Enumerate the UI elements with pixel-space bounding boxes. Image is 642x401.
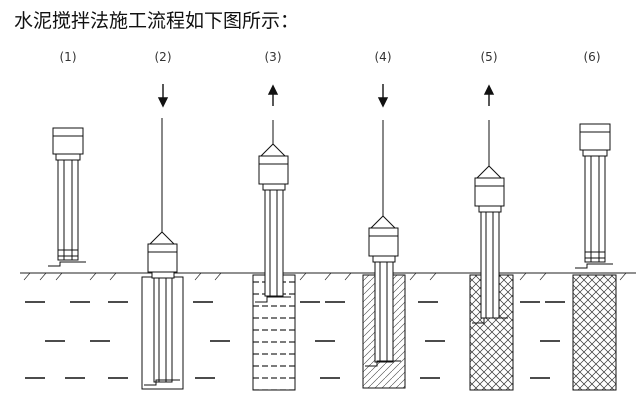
drill-arrow-step-4 [377, 84, 389, 108]
drill-arrow-step-2 [157, 84, 169, 108]
step-label-5: (5) [481, 50, 498, 64]
mixer-step-2 [141, 118, 184, 390]
mixer-step-1 [48, 127, 86, 267]
lift-arrow-step-3 [267, 84, 279, 106]
step-label-3: (3) [265, 50, 282, 64]
page-title: 水泥搅拌法施工流程如下图所示： [14, 10, 300, 32]
step-label-2: (2) [155, 50, 172, 64]
mixer-step-4 [362, 120, 406, 389]
step-label-4: (4) [375, 50, 392, 64]
step-label-1: (1) [60, 50, 77, 64]
lift-arrow-step-5 [483, 84, 495, 106]
step-label-6: (6) [584, 50, 601, 64]
mixer-step-6 [572, 123, 617, 391]
soil-layer-marks [25, 301, 565, 379]
ground-surface [20, 272, 636, 281]
mixer-step-5 [469, 120, 514, 391]
mixer-step-3 [252, 120, 296, 391]
